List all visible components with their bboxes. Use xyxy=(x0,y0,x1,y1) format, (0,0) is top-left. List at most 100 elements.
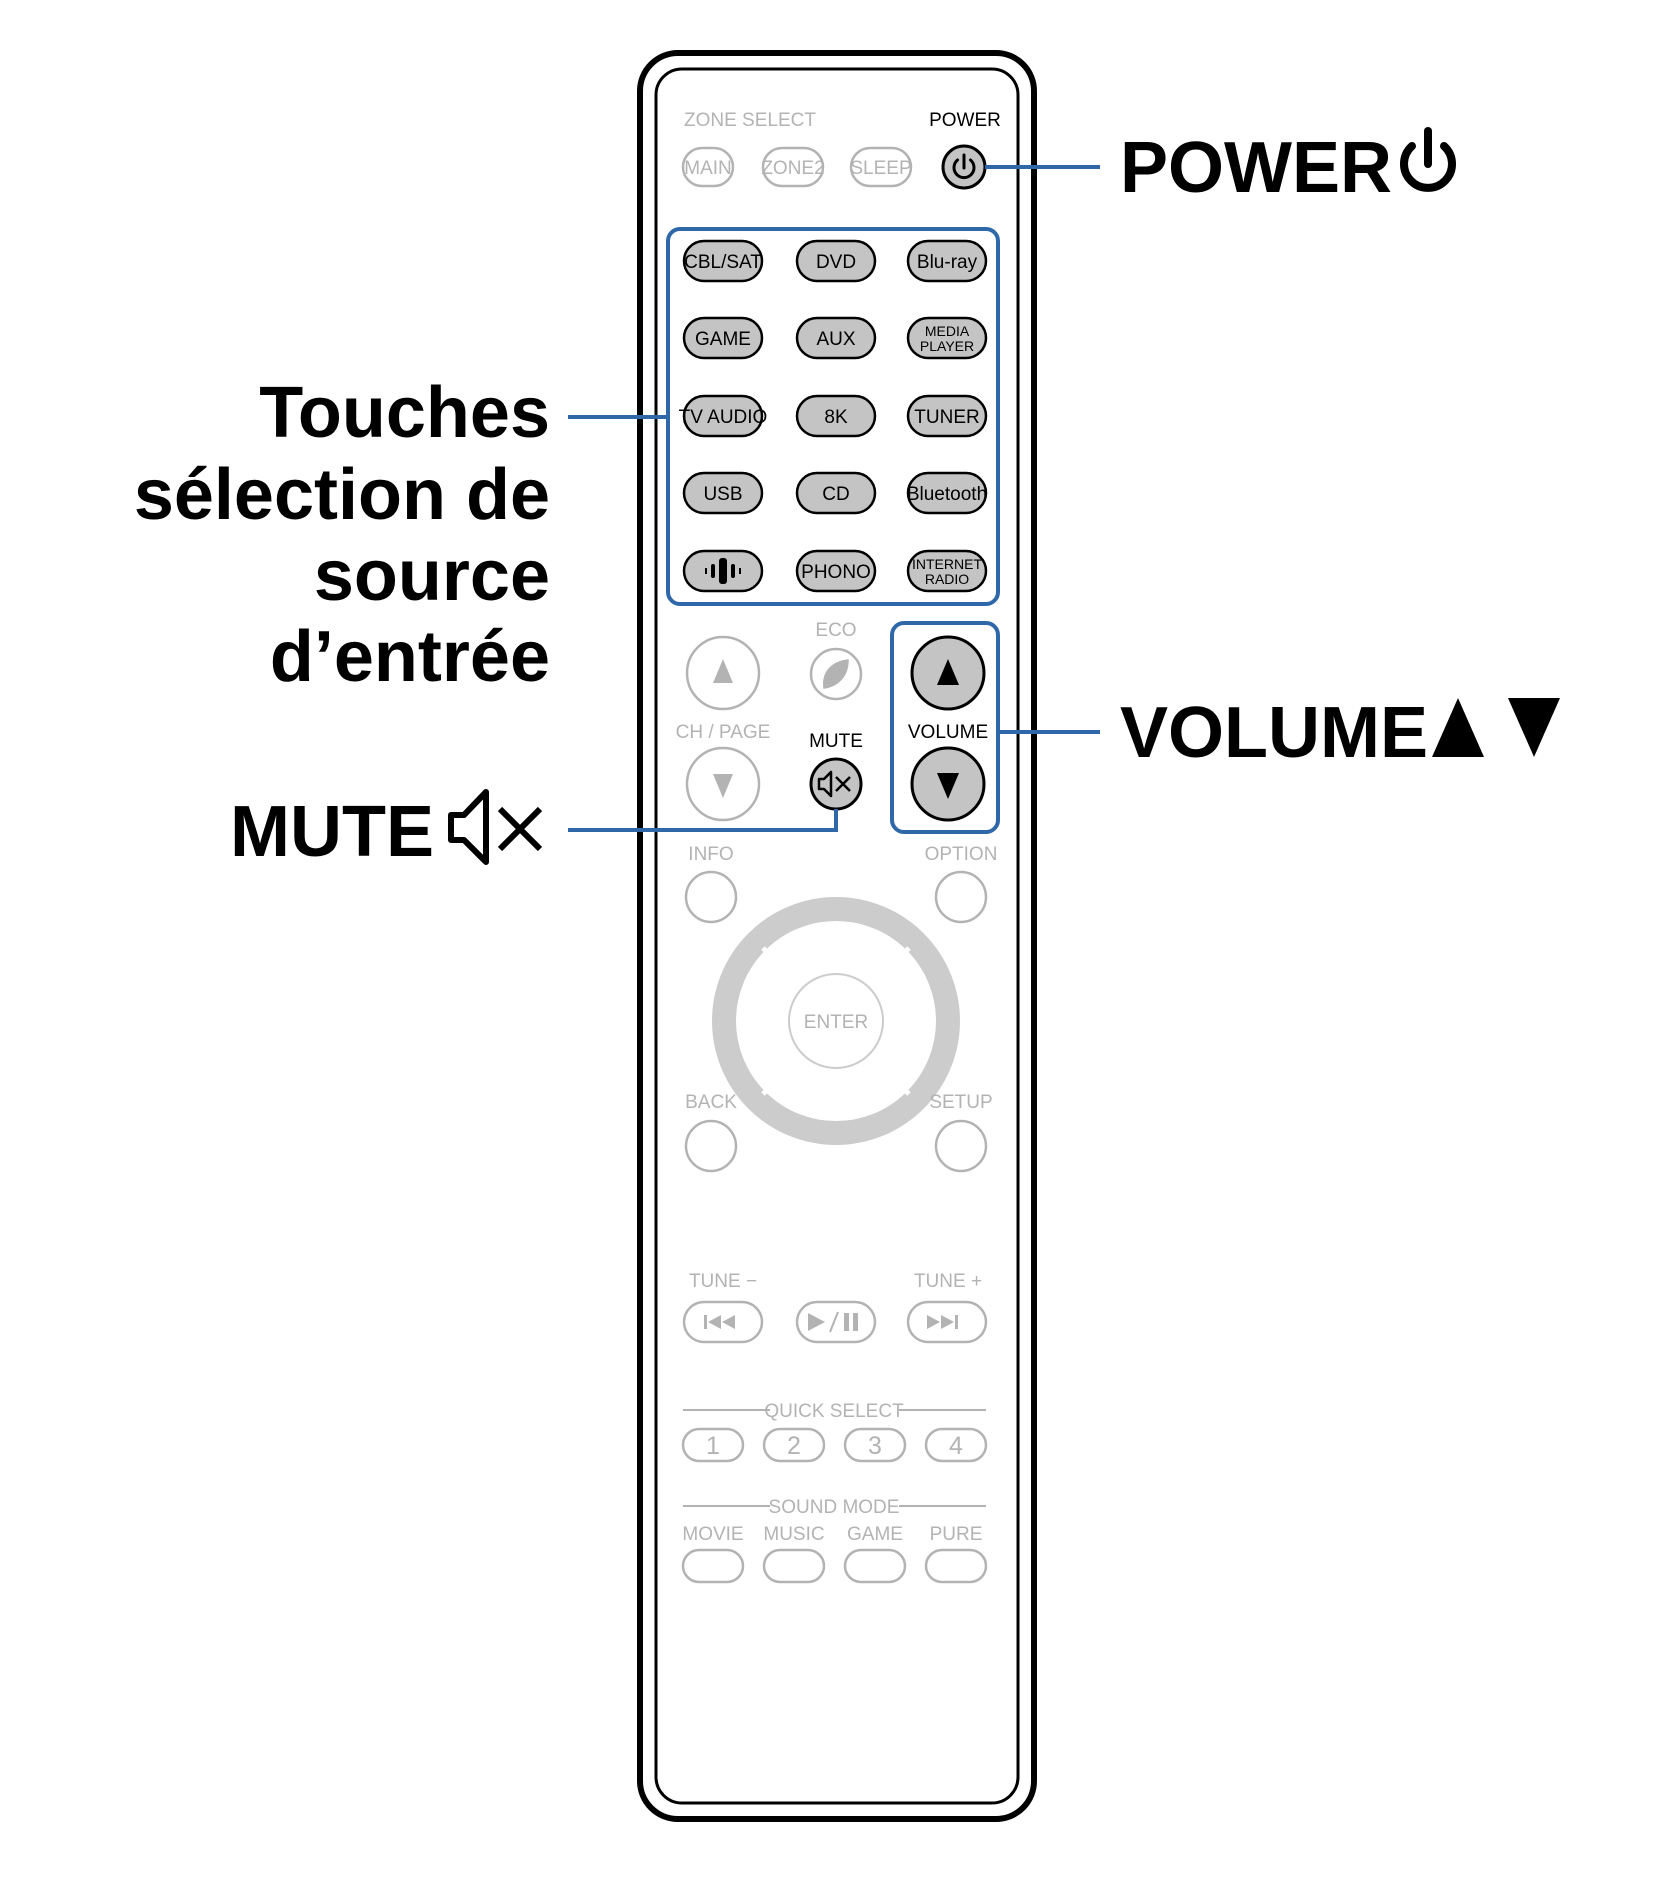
movie-button[interactable] xyxy=(681,1548,745,1584)
power-icon xyxy=(952,153,976,180)
svg-text:RADIO: RADIO xyxy=(925,571,969,587)
quick-select-2-button[interactable]: 2 xyxy=(762,1427,826,1463)
svg-text:Touches: Touches xyxy=(259,373,550,453)
phono-button[interactable]: PHONO xyxy=(795,549,877,593)
remote-body-inner xyxy=(654,67,1020,1805)
nav-left-arrow[interactable] xyxy=(739,1012,757,1030)
svg-text:PLAYER: PLAYER xyxy=(920,338,974,354)
cd-button[interactable]: CD xyxy=(795,471,877,515)
pure-label: PURE xyxy=(930,1524,983,1545)
media-player-button[interactable]: MEDIA PLAYER xyxy=(906,316,988,360)
game-button[interactable]: GAME xyxy=(682,316,764,360)
music-label: MUSIC xyxy=(763,1524,824,1545)
svg-text:4: 4 xyxy=(949,1432,963,1460)
tv-audio-button[interactable]: TV AUDIO xyxy=(679,394,768,438)
bluetooth-button[interactable]: Bluetooth xyxy=(906,471,988,515)
ch-page-label: CH / PAGE xyxy=(676,722,771,743)
nav-down-arrow[interactable] xyxy=(827,1100,845,1118)
callouts xyxy=(568,165,1100,834)
bluray-button[interactable]: Blu-ray xyxy=(906,239,988,283)
input-source-callout-label: Touches sélection de source d’entrée xyxy=(134,373,550,697)
svg-text:MAIN: MAIN xyxy=(684,158,732,179)
zone-main-button[interactable]: MAIN xyxy=(681,146,735,188)
eco-label: ECO xyxy=(815,620,856,641)
enter-button[interactable]: ENTER xyxy=(788,973,884,1069)
mute-leader-line xyxy=(568,809,838,832)
pure-button[interactable] xyxy=(924,1548,988,1584)
navigation-pad[interactable] xyxy=(712,897,960,1145)
svg-text:MEDIA: MEDIA xyxy=(925,323,970,339)
option-button[interactable] xyxy=(934,870,988,924)
dvd-button[interactable]: DVD xyxy=(795,239,877,283)
svg-text:USB: USB xyxy=(703,484,742,505)
ch-page-down-button[interactable] xyxy=(685,746,761,822)
volume-down-callout-icon xyxy=(1508,698,1560,757)
game-mode-button[interactable] xyxy=(843,1548,907,1584)
svg-text:sélection de: sélection de xyxy=(134,455,550,535)
svg-text:TUNER: TUNER xyxy=(914,407,979,428)
eco-button[interactable] xyxy=(809,647,863,701)
usb-button[interactable]: USB xyxy=(682,471,764,515)
svg-text:INTERNET: INTERNET xyxy=(912,556,982,572)
nav-up-arrow[interactable] xyxy=(827,924,845,942)
power-button[interactable] xyxy=(941,144,987,190)
ch-page-up-button[interactable] xyxy=(685,635,761,711)
volume-up-button[interactable] xyxy=(910,635,986,711)
volume-callout-label: VOLUME xyxy=(1120,693,1428,773)
tune-plus-label: TUNE + xyxy=(914,1271,982,1292)
mute-callout-label: MUTE xyxy=(230,792,434,872)
svg-text:TV AUDIO: TV AUDIO xyxy=(679,407,768,428)
next-track-icon xyxy=(927,1315,958,1329)
remote-volume-label: VOLUME xyxy=(908,722,988,743)
info-button[interactable] xyxy=(684,870,738,924)
mute-button[interactable] xyxy=(809,757,863,811)
mute-callout-icon xyxy=(448,789,543,865)
setup-button[interactable] xyxy=(934,1119,988,1173)
previous-button[interactable] xyxy=(682,1300,764,1344)
tuner-button[interactable]: TUNER xyxy=(906,394,988,438)
svg-text:d’entrée: d’entrée xyxy=(270,617,550,697)
prev-track-icon xyxy=(704,1315,735,1329)
sleep-button[interactable]: SLEEP xyxy=(849,146,913,188)
svg-text:AUX: AUX xyxy=(816,329,855,350)
svg-text:1: 1 xyxy=(706,1432,720,1460)
play-pause-icon xyxy=(808,1311,858,1333)
svg-text:SLEEP: SLEEP xyxy=(850,158,911,179)
quick-select-1-button[interactable]: 1 xyxy=(681,1427,745,1463)
info-label: INFO xyxy=(688,844,733,865)
svg-text:source: source xyxy=(314,536,550,616)
movie-label: MOVIE xyxy=(682,1524,743,1545)
heos-button[interactable] xyxy=(682,549,764,593)
music-button[interactable] xyxy=(762,1548,826,1584)
svg-text:8K: 8K xyxy=(824,407,848,428)
svg-text:ENTER: ENTER xyxy=(804,1012,868,1033)
internet-radio-button[interactable]: INTERNET RADIO xyxy=(906,549,988,593)
svg-text:GAME: GAME xyxy=(695,329,751,350)
mute-icon xyxy=(817,770,851,798)
back-label: BACK xyxy=(685,1092,737,1113)
cbl-sat-button[interactable]: CBL/SAT xyxy=(682,239,764,283)
aux-button[interactable]: AUX xyxy=(795,316,877,360)
back-button[interactable] xyxy=(684,1119,738,1173)
volume-down-button[interactable] xyxy=(910,746,986,822)
setup-label: SETUP xyxy=(929,1092,992,1113)
eco-leaf-icon xyxy=(823,659,849,689)
volume-highlight xyxy=(890,621,1000,834)
svg-text:Bluetooth: Bluetooth xyxy=(907,484,987,505)
quick-select-4-button[interactable]: 4 xyxy=(924,1427,988,1463)
zone-2-button[interactable]: ZONE2 xyxy=(761,146,825,188)
svg-text:CD: CD xyxy=(822,484,849,505)
svg-text:CBL/SAT: CBL/SAT xyxy=(684,252,762,273)
remote-power-label: POWER xyxy=(929,110,1001,131)
dts-play-fi-icon xyxy=(705,558,741,584)
8k-button[interactable]: 8K xyxy=(795,394,877,438)
volume-up-callout-icon xyxy=(1432,698,1484,757)
nav-right-arrow[interactable] xyxy=(915,1012,933,1030)
power-callout-label: POWER xyxy=(1120,128,1392,208)
quick-select-3-button[interactable]: 3 xyxy=(843,1427,907,1463)
play-pause-button[interactable] xyxy=(795,1300,877,1344)
remote-mute-label: MUTE xyxy=(809,731,863,752)
svg-text:3: 3 xyxy=(868,1432,882,1460)
next-button[interactable] xyxy=(906,1300,988,1344)
